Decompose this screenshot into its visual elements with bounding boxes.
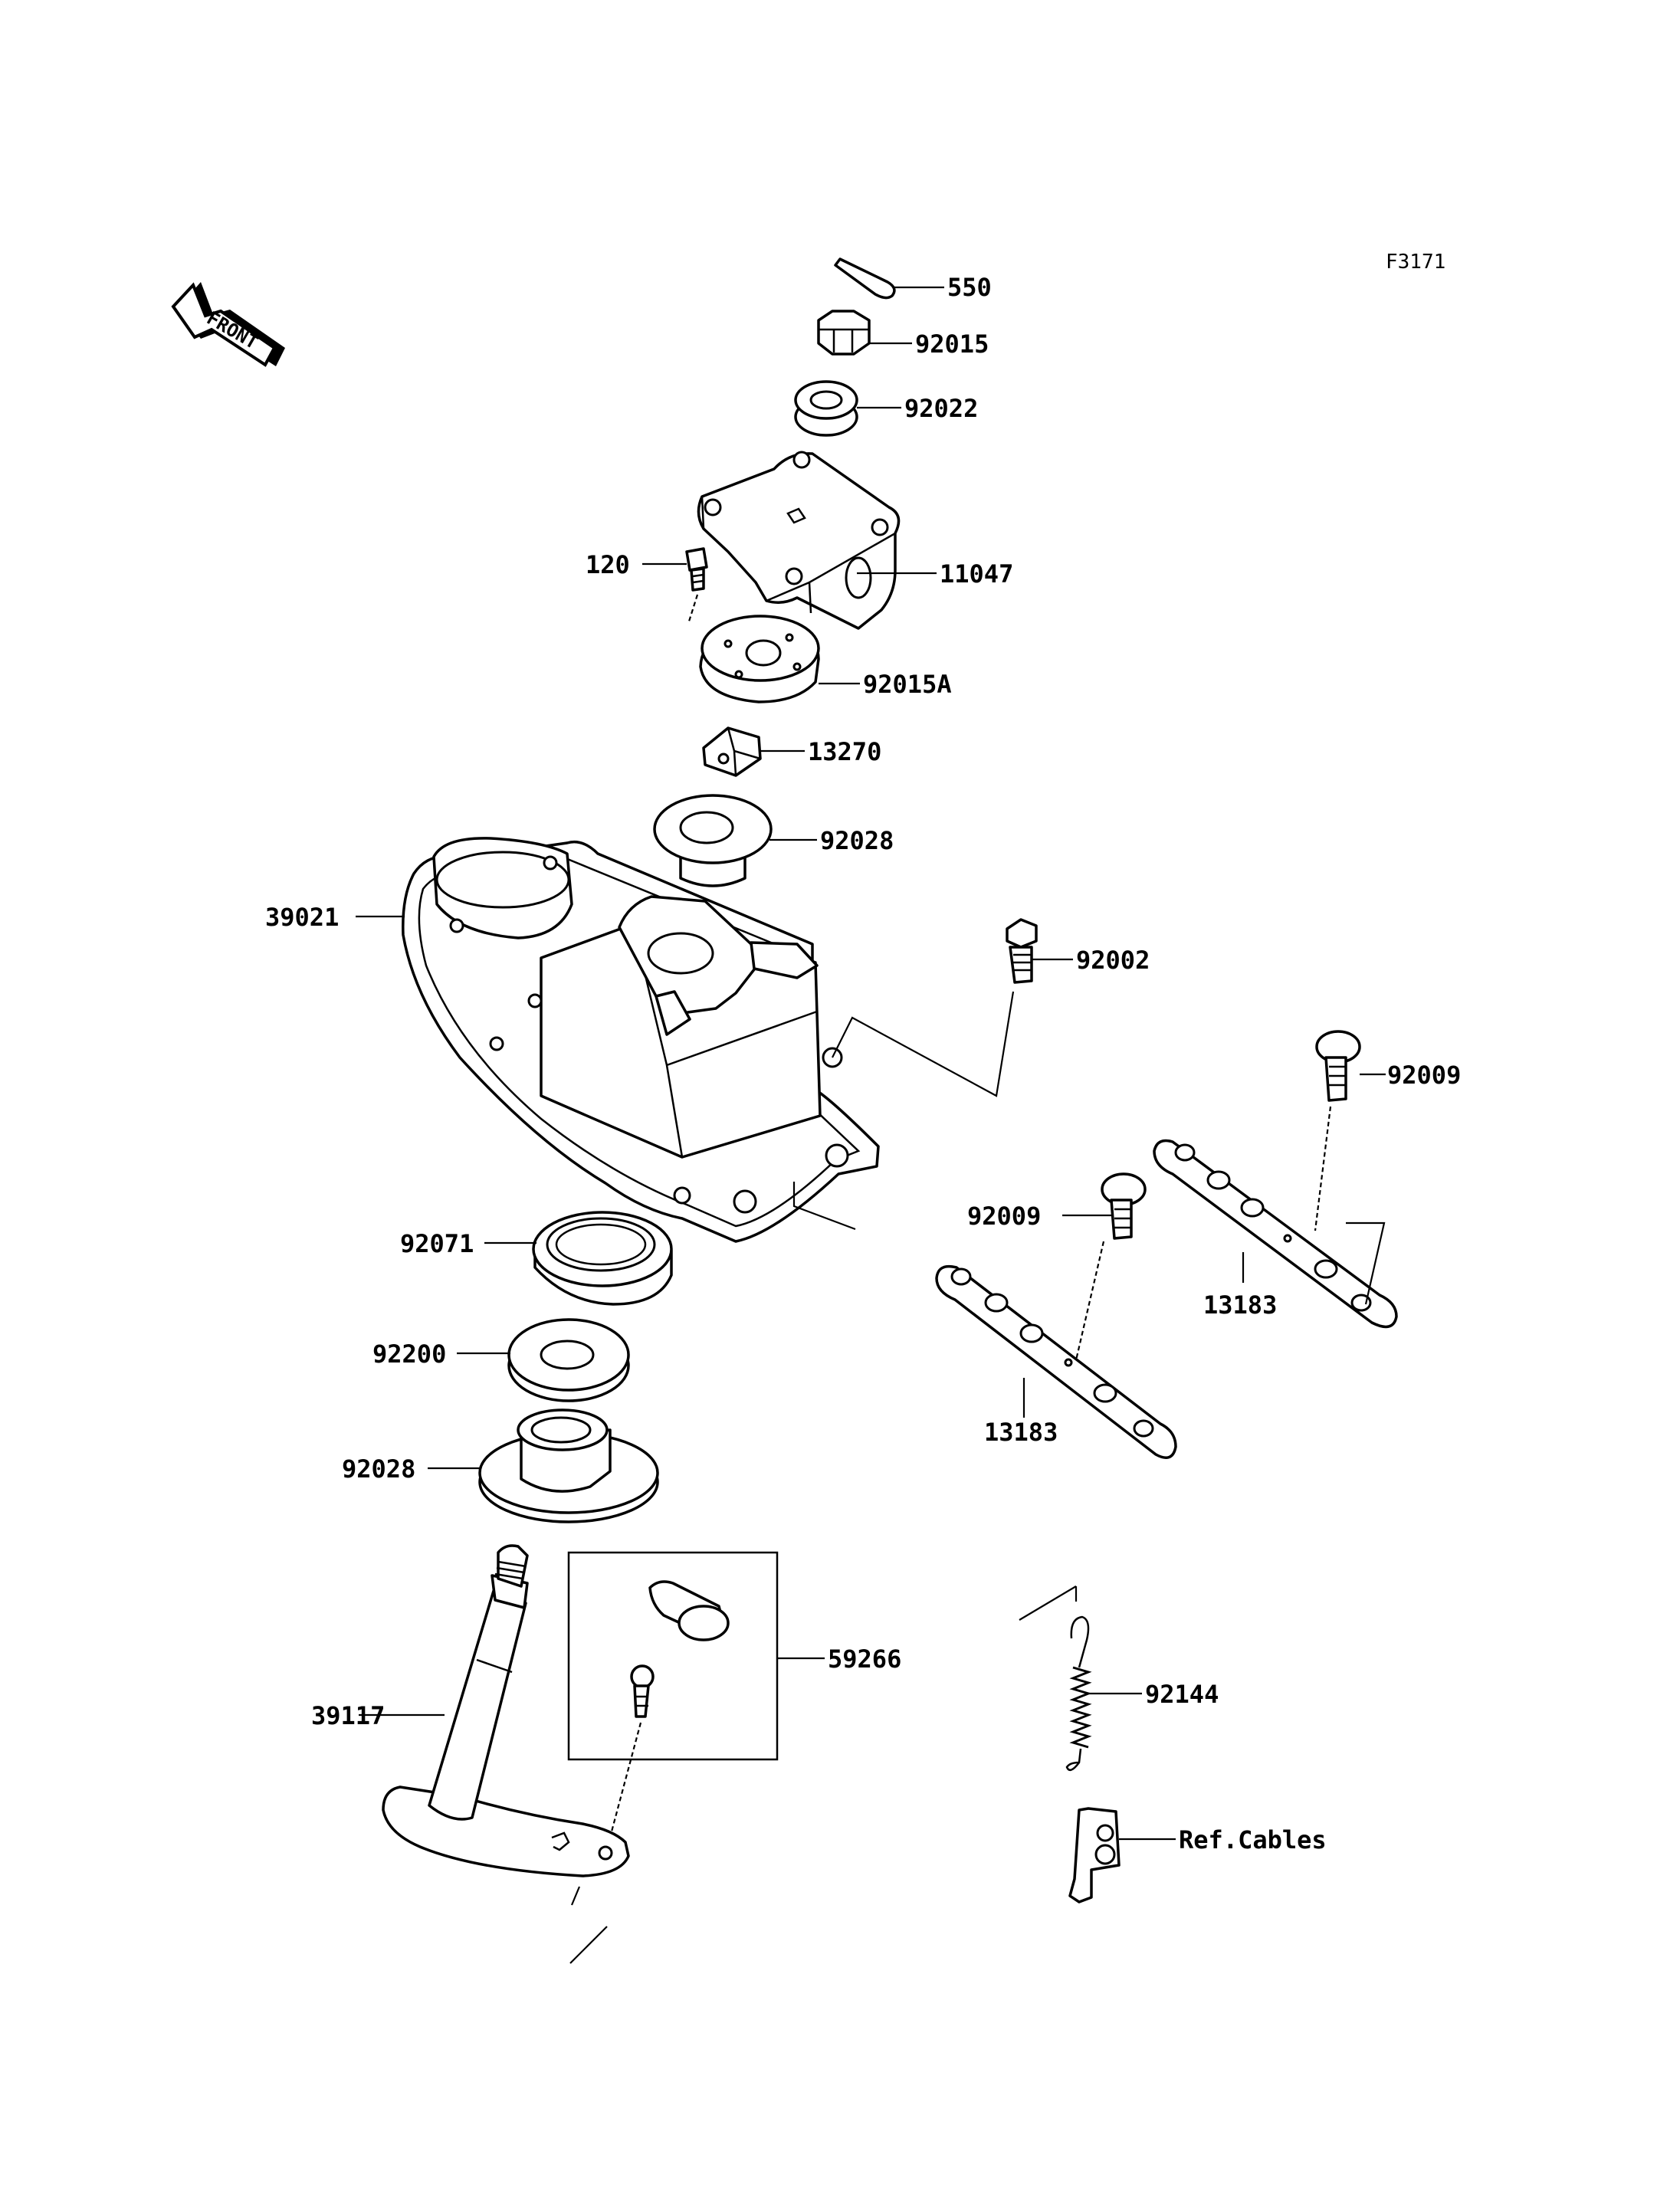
label-550: 550 (947, 273, 992, 302)
label-92009-left: 92009 (967, 1202, 1041, 1231)
seal-92071: 92071 (400, 1211, 673, 1306)
cotter-pin-550: 550 (834, 257, 992, 302)
label-ref-cables: Ref.Cables (1179, 1825, 1327, 1854)
threaded-washer-92015A: 92015A (699, 615, 952, 703)
bolt-92002: 92002 (832, 918, 1150, 1097)
label-92144: 92144 (1145, 1680, 1219, 1709)
label-92015A: 92015A (863, 670, 952, 699)
kit-59266: 59266 (567, 1551, 901, 1855)
label-92071: 92071 (400, 1229, 474, 1258)
bar-13183-left: 13183 (935, 1264, 1177, 1459)
bar-13183-right: 13183 (1153, 1139, 1398, 1329)
bolt-92009-right: 92009 (1314, 1030, 1461, 1231)
spring-92144: 92144 (1019, 1585, 1219, 1772)
label-59266: 59266 (828, 1644, 901, 1674)
bolt-92009-left: 92009 (967, 1172, 1147, 1374)
washer-92200: 92200 (372, 1318, 630, 1402)
label-92200: 92200 (372, 1340, 446, 1369)
label-13183-left: 13183 (984, 1418, 1058, 1447)
label-92002: 92002 (1076, 946, 1150, 975)
figure-code: F3171 (1386, 251, 1445, 274)
label-92028-top: 92028 (820, 826, 894, 855)
label-92022: 92022 (904, 394, 978, 423)
washer-92022: 92022 (794, 380, 978, 437)
bushing-92028-bottom: 92028 (342, 1408, 659, 1523)
label-13183-right: 13183 (1203, 1290, 1277, 1320)
bolt-120: 120 (586, 547, 708, 625)
label-39117: 39117 (311, 1701, 385, 1730)
housing-39021: 39021 (265, 837, 880, 1243)
label-39021: 39021 (265, 903, 339, 932)
block-13270: 13270 (702, 726, 881, 777)
cable-clamp: Ref.Cables (1068, 1807, 1327, 1904)
label-13270: 13270 (808, 737, 881, 766)
castle-nut-92015: 92015 (817, 310, 989, 359)
label-92015: 92015 (915, 330, 989, 359)
label-92009-right: 92009 (1387, 1061, 1461, 1090)
shaft-39117: 39117 (311, 1544, 630, 1964)
label-120: 120 (586, 550, 630, 579)
front-arrow-icon: FRONT (171, 282, 285, 367)
bushing-92028-top: 92028 (653, 794, 894, 887)
label-11047: 11047 (940, 559, 1013, 589)
bracket-11047: 11047 (697, 451, 1013, 630)
label-92028-bottom: 92028 (342, 1454, 415, 1484)
